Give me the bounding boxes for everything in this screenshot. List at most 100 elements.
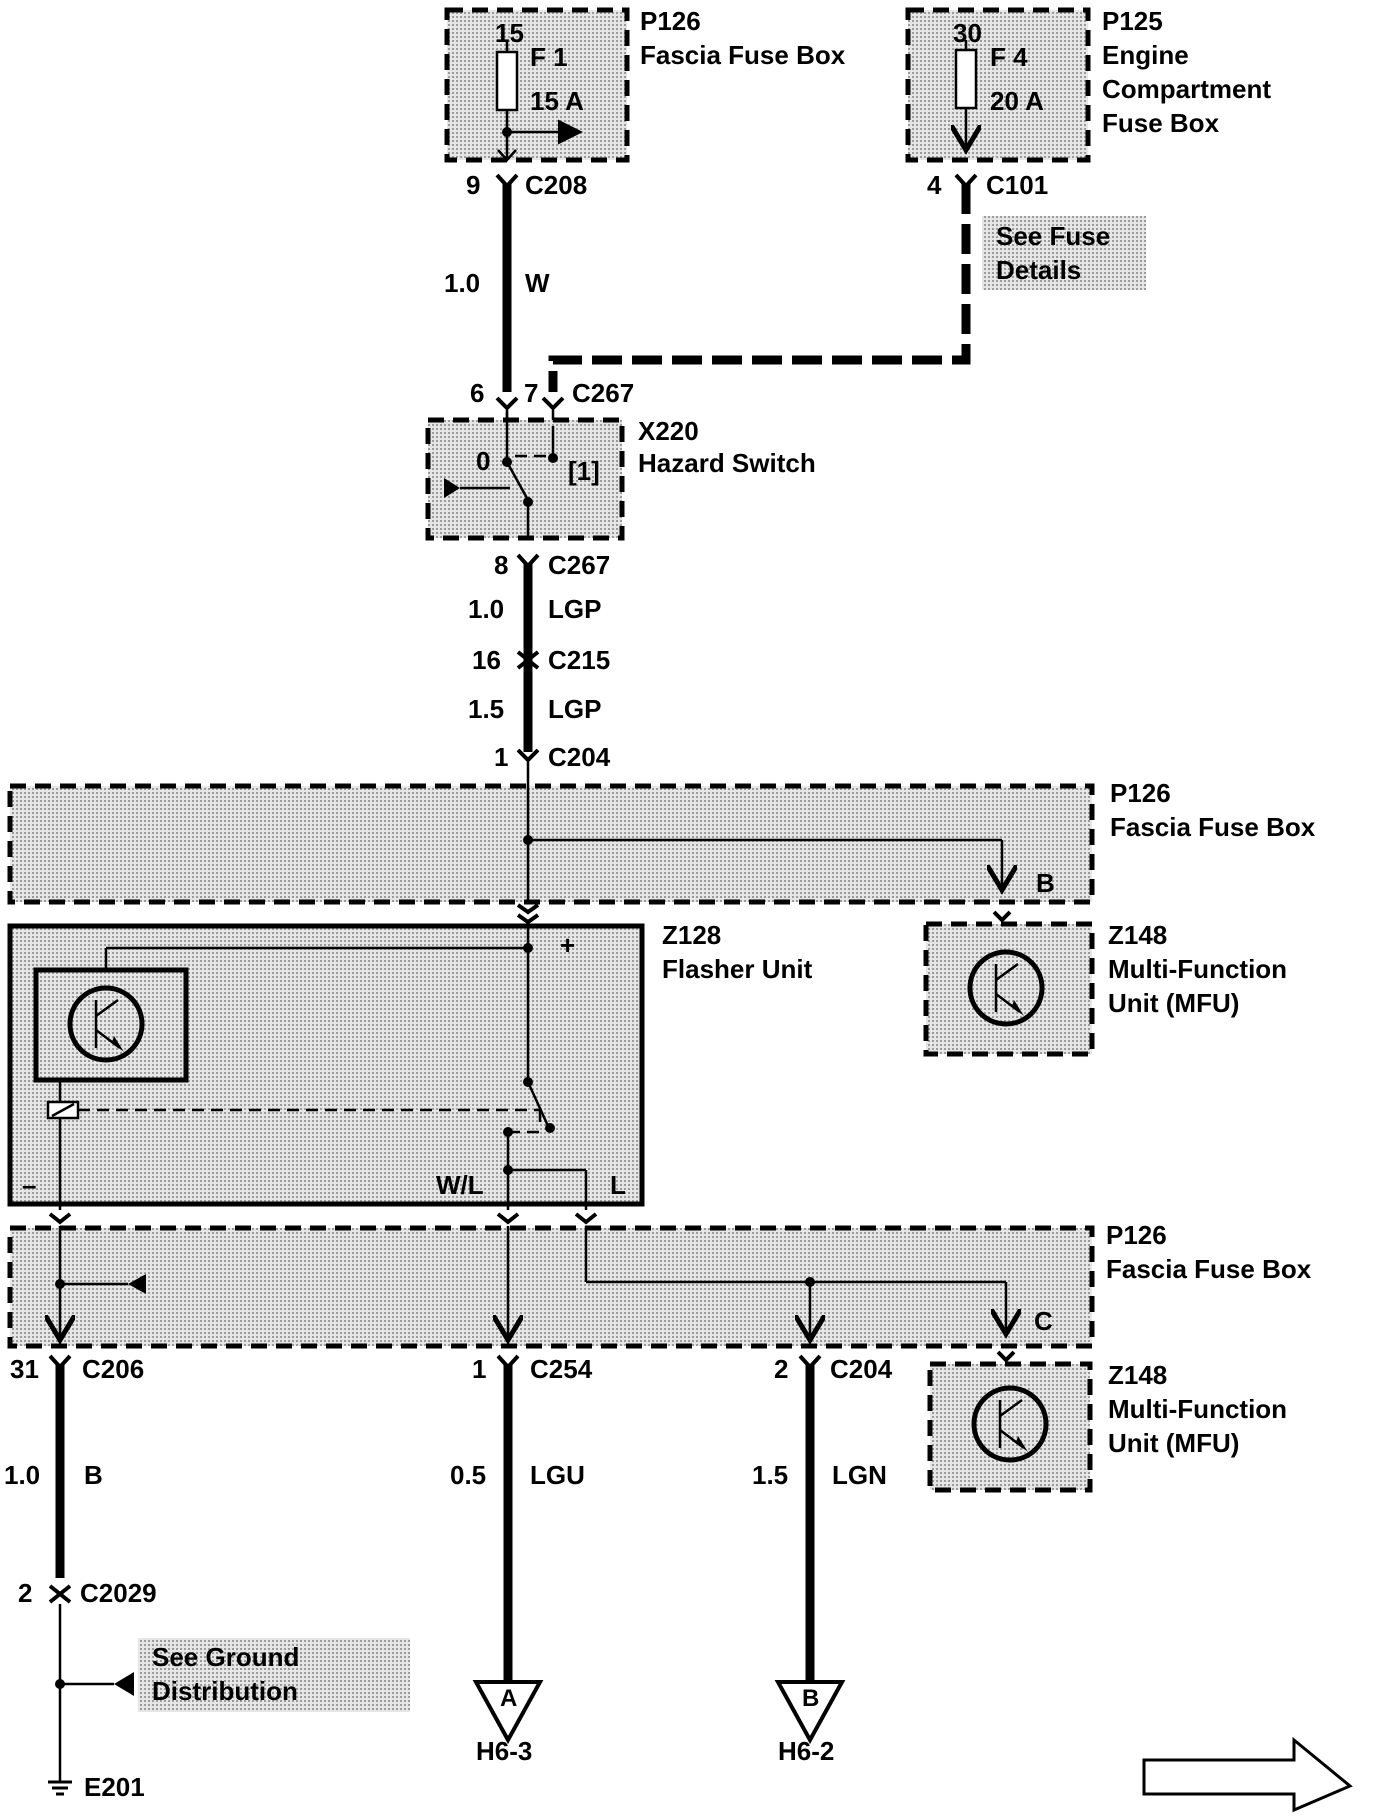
p126-mid-fuse-box: B [7, 762, 1095, 905]
svg-text:9: 9 [466, 170, 480, 200]
reference-b: B H6-2 [774, 1680, 846, 1766]
mfu-top [923, 921, 1095, 1057]
svg-text:H6-3: H6-3 [476, 1736, 532, 1766]
svg-text:C254: C254 [530, 1354, 593, 1384]
fuse-rating: 15 A [530, 86, 584, 116]
hazard-pos-1: [1] [568, 456, 600, 486]
hazard-switch-id: X220 [638, 416, 699, 446]
p126-mid-id: P126 [1110, 778, 1171, 808]
svg-text:1.0: 1.0 [4, 1460, 40, 1490]
p126-top-id: P126 [640, 6, 701, 36]
svg-text:See Fuse: See Fuse [996, 221, 1110, 251]
connector-c267-out: 8 C267 [494, 550, 610, 580]
svg-text:C204: C204 [548, 742, 611, 772]
svg-text:LGU: LGU [530, 1460, 585, 1490]
connector-c2029: 2 C2029 [18, 1578, 157, 1608]
svg-text:1.5: 1.5 [468, 694, 504, 724]
p125-name-line3: Fuse Box [1102, 108, 1220, 138]
flasher-name: Flasher Unit [662, 954, 813, 984]
p126-bot-pin: C [1034, 1306, 1053, 1336]
svg-text:C215: C215 [548, 645, 610, 675]
mfu-top-id: Z148 [1108, 920, 1167, 950]
fuse-number: F 1 [530, 42, 568, 72]
p126-bot-name: Fascia Fuse Box [1106, 1254, 1312, 1284]
p125-id: P125 [1102, 6, 1163, 36]
p126-top-fuse-box: 15 F 1 15 A [444, 7, 630, 163]
svg-text:LGN: LGN [832, 1460, 887, 1490]
fuse-number: F 4 [990, 42, 1028, 72]
svg-text:1: 1 [472, 1354, 486, 1384]
flasher-unit: + – W/L L [7, 923, 645, 1210]
svg-text:C206: C206 [82, 1354, 144, 1384]
svg-text:A: A [500, 1685, 517, 1712]
connector-c215: 16 C215 [472, 645, 610, 675]
svg-text:B: B [802, 1685, 819, 1712]
connector-c267-in: 6 7 C267 [470, 378, 634, 411]
svg-text:1.0: 1.0 [468, 594, 504, 624]
svg-text:16: 16 [472, 645, 501, 675]
hazard-switch: 0 [1] [425, 410, 625, 541]
svg-text:LGP: LGP [548, 594, 601, 624]
svg-text:7: 7 [524, 378, 538, 408]
svg-text:Details: Details [996, 255, 1081, 285]
svg-text:Distribution: Distribution [152, 1676, 298, 1706]
svg-text:2: 2 [774, 1354, 788, 1384]
p126-mid-pin: B [1036, 868, 1055, 898]
mfu-bottom-id: Z148 [1108, 1360, 1167, 1390]
flasher-pin-wl: W/L [436, 1170, 484, 1200]
mfu-top-name-line1: Multi-Function [1108, 954, 1287, 984]
p125-name-line2: Compartment [1102, 74, 1271, 104]
p125-name-line1: Engine [1102, 40, 1189, 70]
connector-c204-bottom: 2 C204 [774, 1354, 893, 1384]
ground-symbol-e201: E201 [48, 1772, 145, 1802]
connector-c101: 4 C101 [927, 170, 1048, 200]
p125-fuse-box: 30 F 4 20 A [905, 7, 1091, 163]
flasher-id: Z128 [662, 920, 721, 950]
svg-text:31: 31 [10, 1354, 39, 1384]
svg-text:2: 2 [18, 1578, 32, 1608]
svg-text:C101: C101 [986, 170, 1048, 200]
flasher-plus: + [560, 930, 575, 960]
see-fuse-details-note: See Fuse Details [982, 216, 1146, 290]
svg-text:0.5: 0.5 [450, 1460, 486, 1490]
mfu-bottom-name-line2: Unit (MFU) [1108, 1428, 1239, 1458]
svg-text:LGP: LGP [548, 694, 601, 724]
svg-text:C204: C204 [830, 1354, 893, 1384]
svg-text:C2029: C2029 [80, 1578, 157, 1608]
continue-arrow-icon[interactable] [1142, 1736, 1353, 1813]
svg-text:C208: C208 [525, 170, 587, 200]
svg-text:1: 1 [494, 742, 508, 772]
mfu-bottom [927, 1361, 1093, 1493]
reference-a: A H6-3 [472, 1680, 544, 1766]
svg-text:6: 6 [470, 378, 484, 408]
mfu-top-name-line2: Unit (MFU) [1108, 988, 1239, 1018]
svg-text:C267: C267 [548, 550, 610, 580]
connector-c206: 31 C206 [10, 1354, 144, 1384]
svg-text:4: 4 [927, 170, 942, 200]
fuse-rating: 20 A [990, 86, 1044, 116]
svg-text:1.5: 1.5 [752, 1460, 788, 1490]
p126-mid-name: Fascia Fuse Box [1110, 812, 1316, 842]
connector-c204-top: 1 C204 [494, 742, 611, 772]
fuse-terminal: 30 [953, 18, 982, 48]
p126-bot-id: P126 [1106, 1220, 1167, 1250]
svg-text:H6-2: H6-2 [778, 1736, 834, 1766]
hazard-pos-0: 0 [476, 446, 490, 476]
svg-text:C267: C267 [572, 378, 634, 408]
hazard-switch-name: Hazard Switch [638, 448, 816, 478]
svg-text:E201: E201 [84, 1772, 145, 1802]
svg-text:See Ground: See Ground [152, 1642, 299, 1672]
svg-text:B: B [84, 1460, 103, 1490]
wire-c101-feed [548, 184, 971, 392]
see-ground-distribution-note: See Ground Distribution [138, 1638, 410, 1712]
svg-text:1.0: 1.0 [444, 268, 480, 298]
svg-text:W: W [525, 268, 550, 298]
p126-bot-fuse-box: C [7, 1225, 1095, 1349]
fuse-terminal: 15 [495, 18, 524, 48]
p126-top-name: Fascia Fuse Box [640, 40, 846, 70]
svg-text:8: 8 [494, 550, 508, 580]
connector-c254: 1 C254 [472, 1354, 593, 1384]
flasher-minus: – [22, 1170, 36, 1200]
mfu-bottom-name-line1: Multi-Function [1108, 1394, 1287, 1424]
